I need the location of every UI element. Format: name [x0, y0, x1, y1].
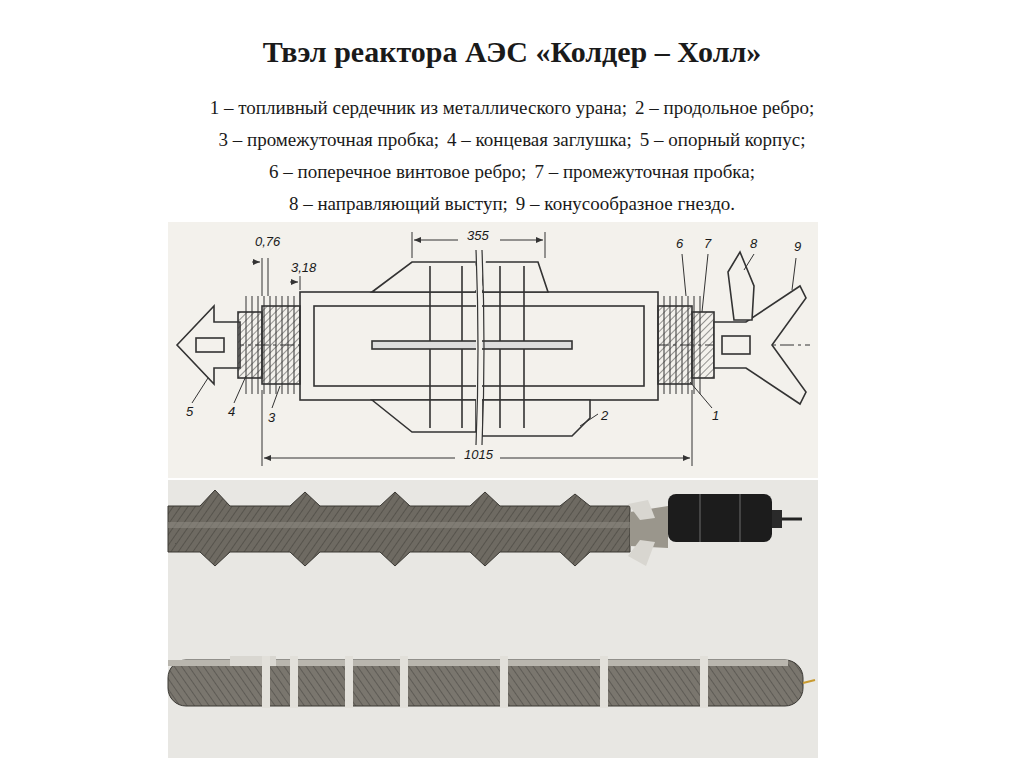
dimension-lines-part [500, 240, 543, 241]
fuel-rod-drawing-part [722, 336, 750, 354]
rod-photo-bottom [168, 656, 815, 708]
dimension-lines-part [300, 276, 301, 290]
callout-number: 8 [749, 237, 758, 251]
rod-photo-bottom-part [290, 656, 298, 708]
fuel-rod-drawing-part [728, 252, 754, 320]
dimension-lines-part [500, 458, 690, 459]
legend-item: 2 – продольное ребро; [635, 96, 814, 120]
fuel-rod-drawing-part [262, 306, 300, 384]
rod-photo-bottom-part [600, 656, 608, 708]
rod-photo-top-part [782, 518, 802, 521]
leader-lines-part [234, 376, 246, 403]
rod-photo-bottom-part [400, 656, 408, 708]
fuel-rod-drawing-part [714, 286, 806, 404]
callout-number: 1 [711, 409, 720, 423]
dimension-lines-part [264, 458, 455, 459]
legend-row: 8 – направляющий выступ; 9 – конусообразн… [0, 192, 1024, 216]
rod-photo-top-part [699, 494, 701, 542]
drawing-ground [168, 222, 818, 478]
rod-photo-bottom-part [500, 656, 508, 708]
callout-number: 3 [267, 411, 276, 425]
callout-number: 4 [227, 405, 236, 419]
callout-number: 7 [703, 237, 712, 251]
rod-photo-top-part [168, 490, 630, 566]
rod-photo-bottom-part [803, 680, 815, 683]
fuel-rod-drawing-part [372, 400, 476, 432]
leader-lines-part [690, 382, 712, 408]
dimension-lines-part [692, 390, 693, 466]
fuel-rod-drawing-part [692, 312, 714, 378]
leader-lines-part [192, 378, 208, 403]
photo-ground [168, 480, 818, 758]
dimension-label: 3,18 [290, 261, 317, 275]
rod-photo-top-part [772, 510, 782, 528]
dimension-lines-part [414, 240, 458, 241]
fuel-rod-drawing [177, 250, 810, 445]
leader-lines-part [682, 254, 686, 296]
leader-lines-part [580, 414, 598, 426]
dimension-lines-part [268, 258, 269, 296]
dimension-lines [252, 232, 692, 466]
rod-photo-top-part [668, 494, 772, 542]
leader-lines-part [744, 254, 754, 270]
fuel-rod-drawing-part [238, 312, 262, 378]
rod-photo-top-part [168, 522, 630, 528]
leader-lines-part [702, 254, 708, 312]
rod-photo-bottom-part [700, 656, 708, 708]
legend-item: 1 – топливный сердечник из металлическог… [210, 96, 627, 120]
dimension-lines-part [412, 232, 413, 258]
leader-lines [192, 254, 796, 426]
dimension-lines-part [290, 282, 298, 283]
dimension-lines-part [262, 258, 263, 296]
fuel-rod-drawing-part [476, 250, 484, 445]
callout-number: 5 [185, 405, 194, 419]
dimension-lines-part [262, 390, 263, 466]
legend-item: 6 – поперечное винтовое ребро; [269, 160, 526, 184]
rod-photo-bottom-part [345, 656, 353, 708]
legend-item: 4 – концевая заглушка; [447, 128, 632, 152]
fuel-rod-drawing-part [372, 262, 476, 292]
fuel-rod-drawing-part [246, 296, 700, 394]
rod-photo-top [168, 490, 802, 566]
fuel-rod-drawing-part [658, 306, 692, 384]
callout-number: 6 [675, 237, 684, 251]
dimension-label: 355 [466, 229, 490, 243]
photo-ground-part [168, 480, 818, 758]
legend-row: 1 – топливный сердечник из металлическог… [0, 96, 1024, 120]
dimension-label: 0,76 [254, 235, 281, 249]
legend-item: 3 – промежуточная пробка; [219, 128, 440, 152]
drawing-ground-part [168, 222, 818, 478]
leader-lines-part [272, 386, 280, 408]
legend-item: 5 – опорный корпус; [640, 128, 806, 152]
rod-photo-top-part [739, 494, 741, 542]
legend-row: 6 – поперечное винтовое ребро; 7 – промеж… [0, 160, 1024, 184]
rod-photo-top-part [628, 540, 655, 566]
callout-number: 9 [793, 240, 802, 254]
legend-item: 9 – конусообразное гнездо. [516, 192, 735, 216]
rod-photo-top-part [628, 500, 655, 520]
dimension-lines-part [545, 232, 546, 258]
legend-row: 3 – промежуточная пробка; 4 – концевая за… [0, 128, 1024, 152]
dimension-lines-part [252, 262, 260, 263]
fuel-rod-drawing-part [196, 338, 224, 352]
leader-lines-part [792, 258, 796, 290]
callout-number: 2 [600, 409, 609, 423]
rod-photo-bottom-part [262, 656, 270, 708]
fuel-rod-drawing-part [482, 262, 548, 292]
legend-item: 8 – направляющий выступ; [289, 192, 508, 216]
fuel-rod-drawing-part [372, 341, 572, 349]
legend-item: 7 – промежуточная пробка; [534, 160, 755, 184]
dimension-label: 1015 [463, 448, 494, 462]
title: Твэл реактора АЭС «Колдер – Холл» [0, 34, 1024, 70]
fuel-rod-drawing-part [177, 306, 240, 384]
fuel-rod-drawing-part [482, 400, 590, 436]
